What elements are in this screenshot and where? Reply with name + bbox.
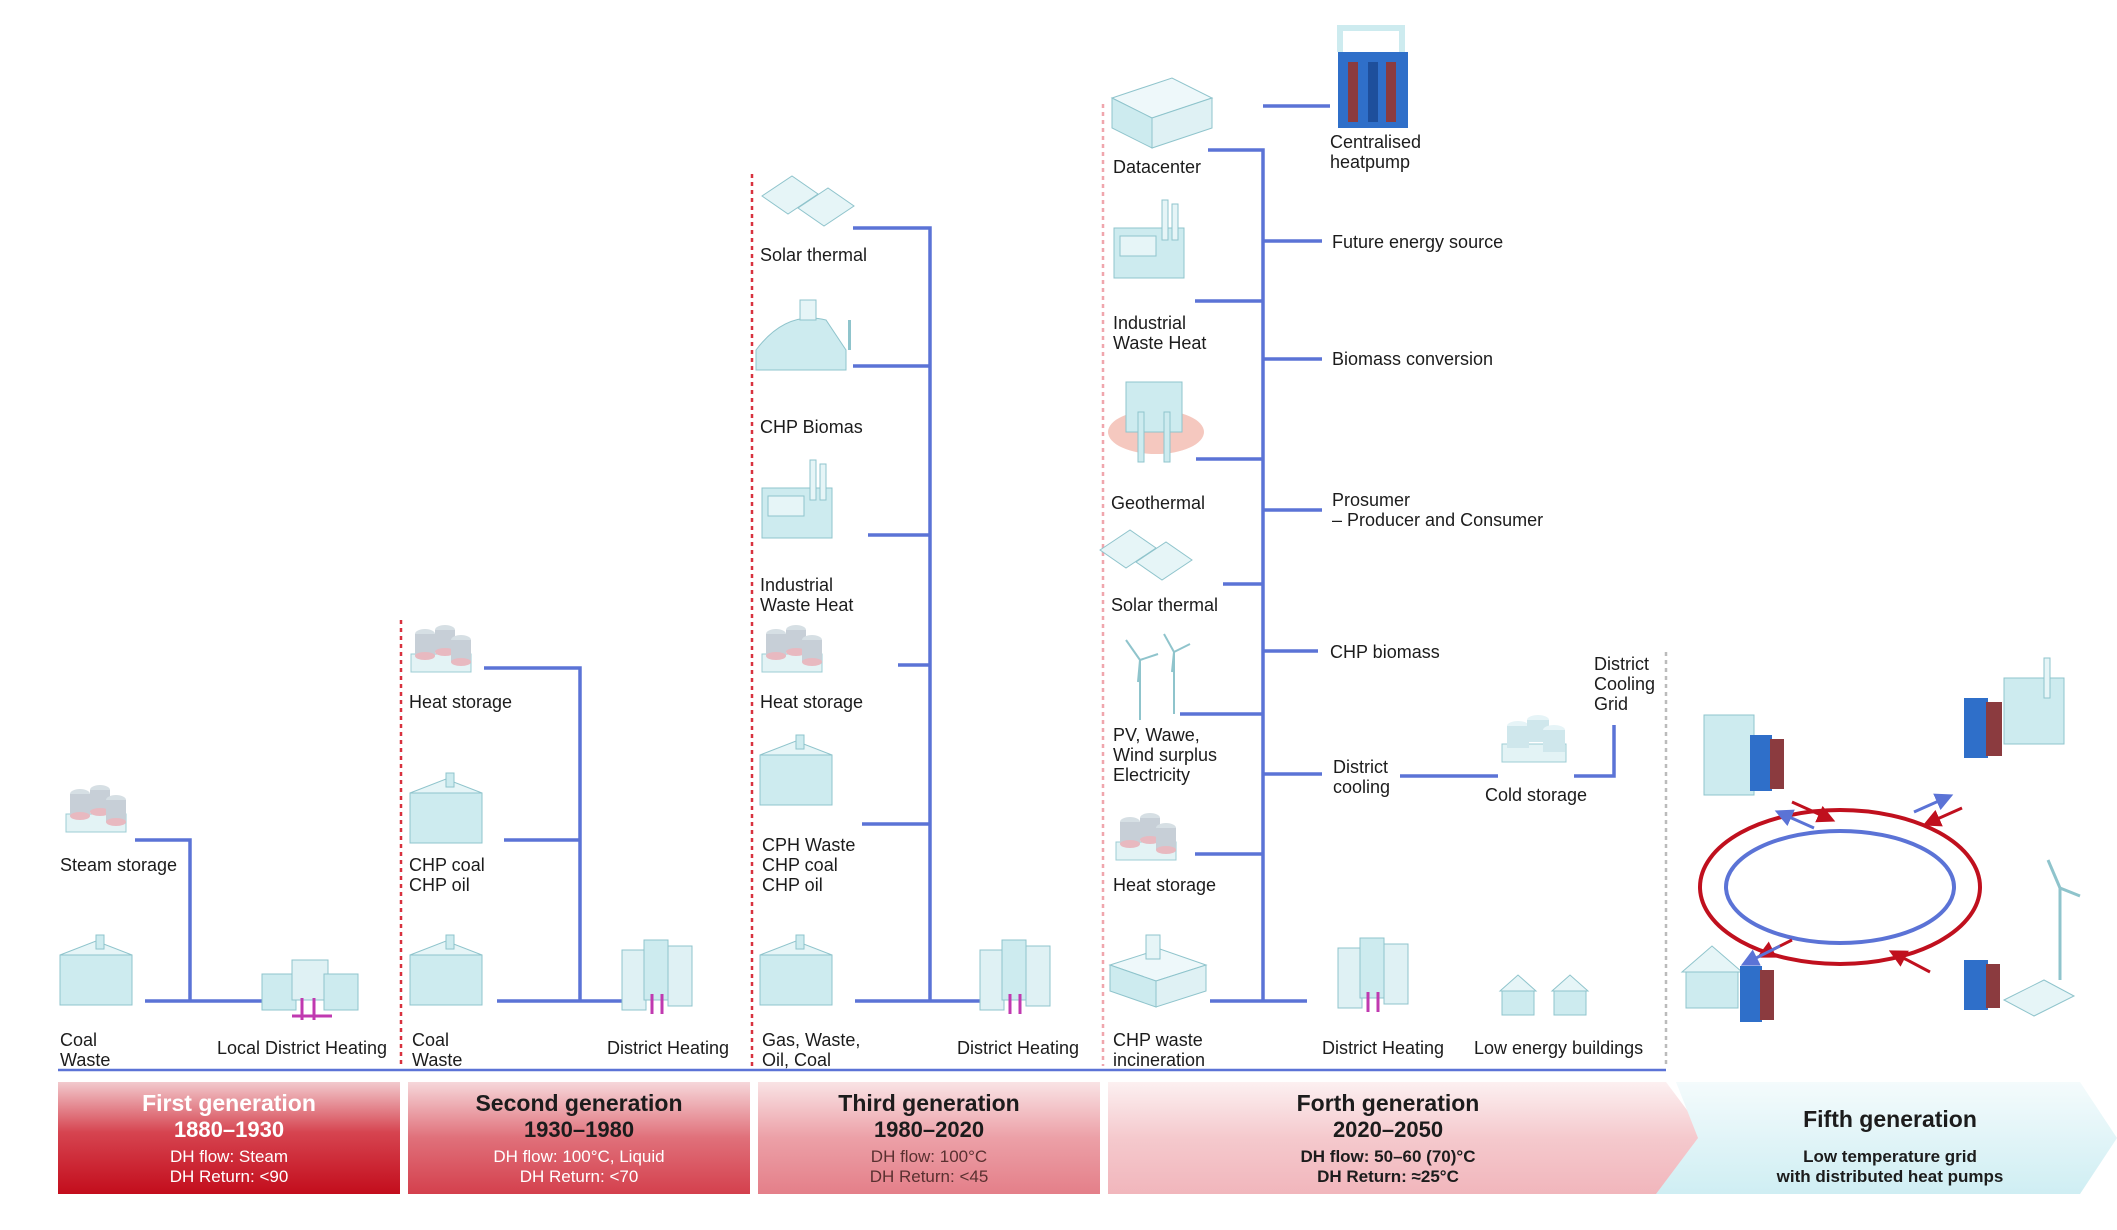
fifth-gen-buildings-icon — [1703, 714, 1784, 796]
fifth-gen-renewables-icon — [1964, 859, 2081, 1017]
band-second-generation: Second generation 1930–1980 DH flow: 100… — [408, 1082, 750, 1194]
gen-title: Forth generation — [1296, 1090, 1480, 1116]
label-heat-storage: Heat storage — [760, 692, 864, 712]
steam-storage-icon — [65, 785, 127, 833]
district-heating-buildings-icon — [979, 939, 1051, 1014]
factory-icon — [59, 934, 133, 1006]
heat-storage-icon — [1115, 813, 1177, 861]
label-district-heating: District Heating — [1322, 1038, 1445, 1058]
gen-title: First generation — [142, 1090, 316, 1116]
geothermal-icon — [1108, 381, 1204, 463]
network-lines — [135, 104, 1616, 1003]
gen-description: Low temperature grid with distributed he… — [1776, 1147, 2004, 1186]
label-solar-thermal: Solar thermal — [1111, 595, 1219, 615]
icons — [59, 25, 2081, 1022]
band-third-generation: Third generation 1980–2020 DH flow: 100°… — [758, 1082, 1100, 1194]
district-heating-buildings-icon — [1337, 937, 1409, 1012]
label-centralised-heatpump: Centralised heatpump — [1330, 132, 1422, 172]
district-heating-buildings-icon — [621, 939, 693, 1014]
datacenter-icon — [1110, 77, 1214, 149]
gen-flow: DH flow: Steam — [169, 1147, 289, 1166]
label-pv-wave-wind: PV, Wawe, Wind surplus Electricity — [1113, 725, 1218, 785]
band-first-generation: First generation 1880–1930 DH flow: Stea… — [58, 1082, 400, 1194]
label-steam-storage: Steam storage — [60, 855, 178, 875]
factory-icon — [409, 934, 483, 1006]
label-chp-waste-incineration: CHP waste incineration — [1113, 1030, 1206, 1070]
heat-storage-icon — [410, 625, 472, 673]
gen-title: Fifth generation — [1803, 1106, 1977, 1132]
label-coal-waste: Coal Waste — [412, 1030, 463, 1070]
low-energy-house-icon — [1498, 974, 1590, 1016]
label-heat-storage: Heat storage — [1113, 875, 1217, 895]
heat-storage-icon — [761, 625, 823, 673]
fifth-gen-houses-icon — [1680, 945, 1774, 1022]
label-industrial-waste-heat: Industrial Waste Heat — [760, 575, 854, 615]
label-district-cooling-grid: District Cooling Grid — [1594, 654, 1656, 714]
centralised-heatpump-icon — [1337, 25, 1408, 128]
cold-storage-icon — [1501, 715, 1567, 763]
band-forth-generation: Forth generation 2020–2050 DH flow: 50–6… — [1108, 1082, 1668, 1194]
gen-title: Third generation — [838, 1090, 1020, 1116]
district-heating-buildings-icon — [261, 959, 359, 1020]
gen-dates: 1980–2020 — [873, 1117, 985, 1142]
label-geothermal: Geothermal — [1111, 493, 1206, 513]
gen-flow: DH flow: 100°C, Liquid — [493, 1147, 665, 1166]
label-prosumer: Prosumer – Producer and Consumer — [1332, 490, 1544, 530]
label-cold-storage: Cold storage — [1485, 785, 1588, 805]
label-district-heating: District Heating — [607, 1038, 730, 1058]
gen-flow: DH flow: 100°C — [870, 1147, 988, 1166]
solar-panel-icon — [761, 175, 855, 227]
label-coal-waste: Coal Waste — [60, 1030, 111, 1070]
gen-dates: 2020–2050 — [1332, 1117, 1444, 1142]
label-heat-storage: Heat storage — [409, 692, 513, 712]
label-gas-waste-oil-coal: Gas, Waste, Oil, Coal — [762, 1030, 861, 1070]
fifth-gen-industry-icon — [1964, 657, 2065, 758]
gen-flow: DH flow: 50–60 (70)°C — [1300, 1147, 1476, 1166]
wind-turbine-icon — [1125, 633, 1191, 720]
chp-biomas-icon — [755, 299, 851, 371]
gen-title: Second generation — [475, 1090, 683, 1116]
label-biomass-conversion: Biomass conversion — [1332, 349, 1494, 369]
solar-panel-icon — [1099, 529, 1193, 581]
label-local-district-heating: Local District Heating — [217, 1038, 388, 1058]
label-cph-waste: CPH Waste CHP coal CHP oil — [762, 835, 856, 895]
label-industrial-waste-heat: Industrial Waste Heat — [1113, 313, 1207, 353]
incineration-plant-icon — [1108, 934, 1208, 1008]
label-chp-biomass: CHP biomass — [1330, 642, 1440, 662]
gen-dates: 1880–1930 — [173, 1117, 285, 1142]
factory-icon — [759, 734, 833, 806]
fifth-gen-ring — [1698, 793, 1982, 974]
gen-dates: 1930–1980 — [523, 1117, 635, 1142]
label-chp-biomas: CHP Biomas — [760, 417, 863, 437]
label-future-energy-source: Future energy source — [1332, 232, 1504, 252]
factory-icon — [759, 934, 833, 1006]
label-solar-thermal: Solar thermal — [760, 245, 868, 265]
generation-dividers — [399, 104, 1668, 1066]
label-district-cooling: District cooling — [1333, 757, 1391, 797]
industrial-plant-icon — [761, 459, 833, 539]
factory-icon — [409, 772, 483, 844]
gen-return: DH Return: ≈25°C — [1317, 1167, 1459, 1186]
industrial-plant-icon — [1113, 199, 1185, 279]
label-low-energy-buildings: Low energy buildings — [1474, 1038, 1644, 1058]
label-datacenter: Datacenter — [1113, 157, 1202, 177]
gen-return: DH Return: <90 — [169, 1167, 289, 1186]
generation-bands — [58, 1082, 2117, 1194]
label-chp-coal-oil: CHP coal CHP oil — [409, 855, 485, 895]
band-fifth-generation: Fifth generation Low temperature grid wi… — [1700, 1082, 2080, 1194]
label-district-heating: District Heating — [957, 1038, 1080, 1058]
gen-return: DH Return: <70 — [519, 1167, 639, 1186]
gen-return: DH Return: <45 — [869, 1167, 989, 1186]
